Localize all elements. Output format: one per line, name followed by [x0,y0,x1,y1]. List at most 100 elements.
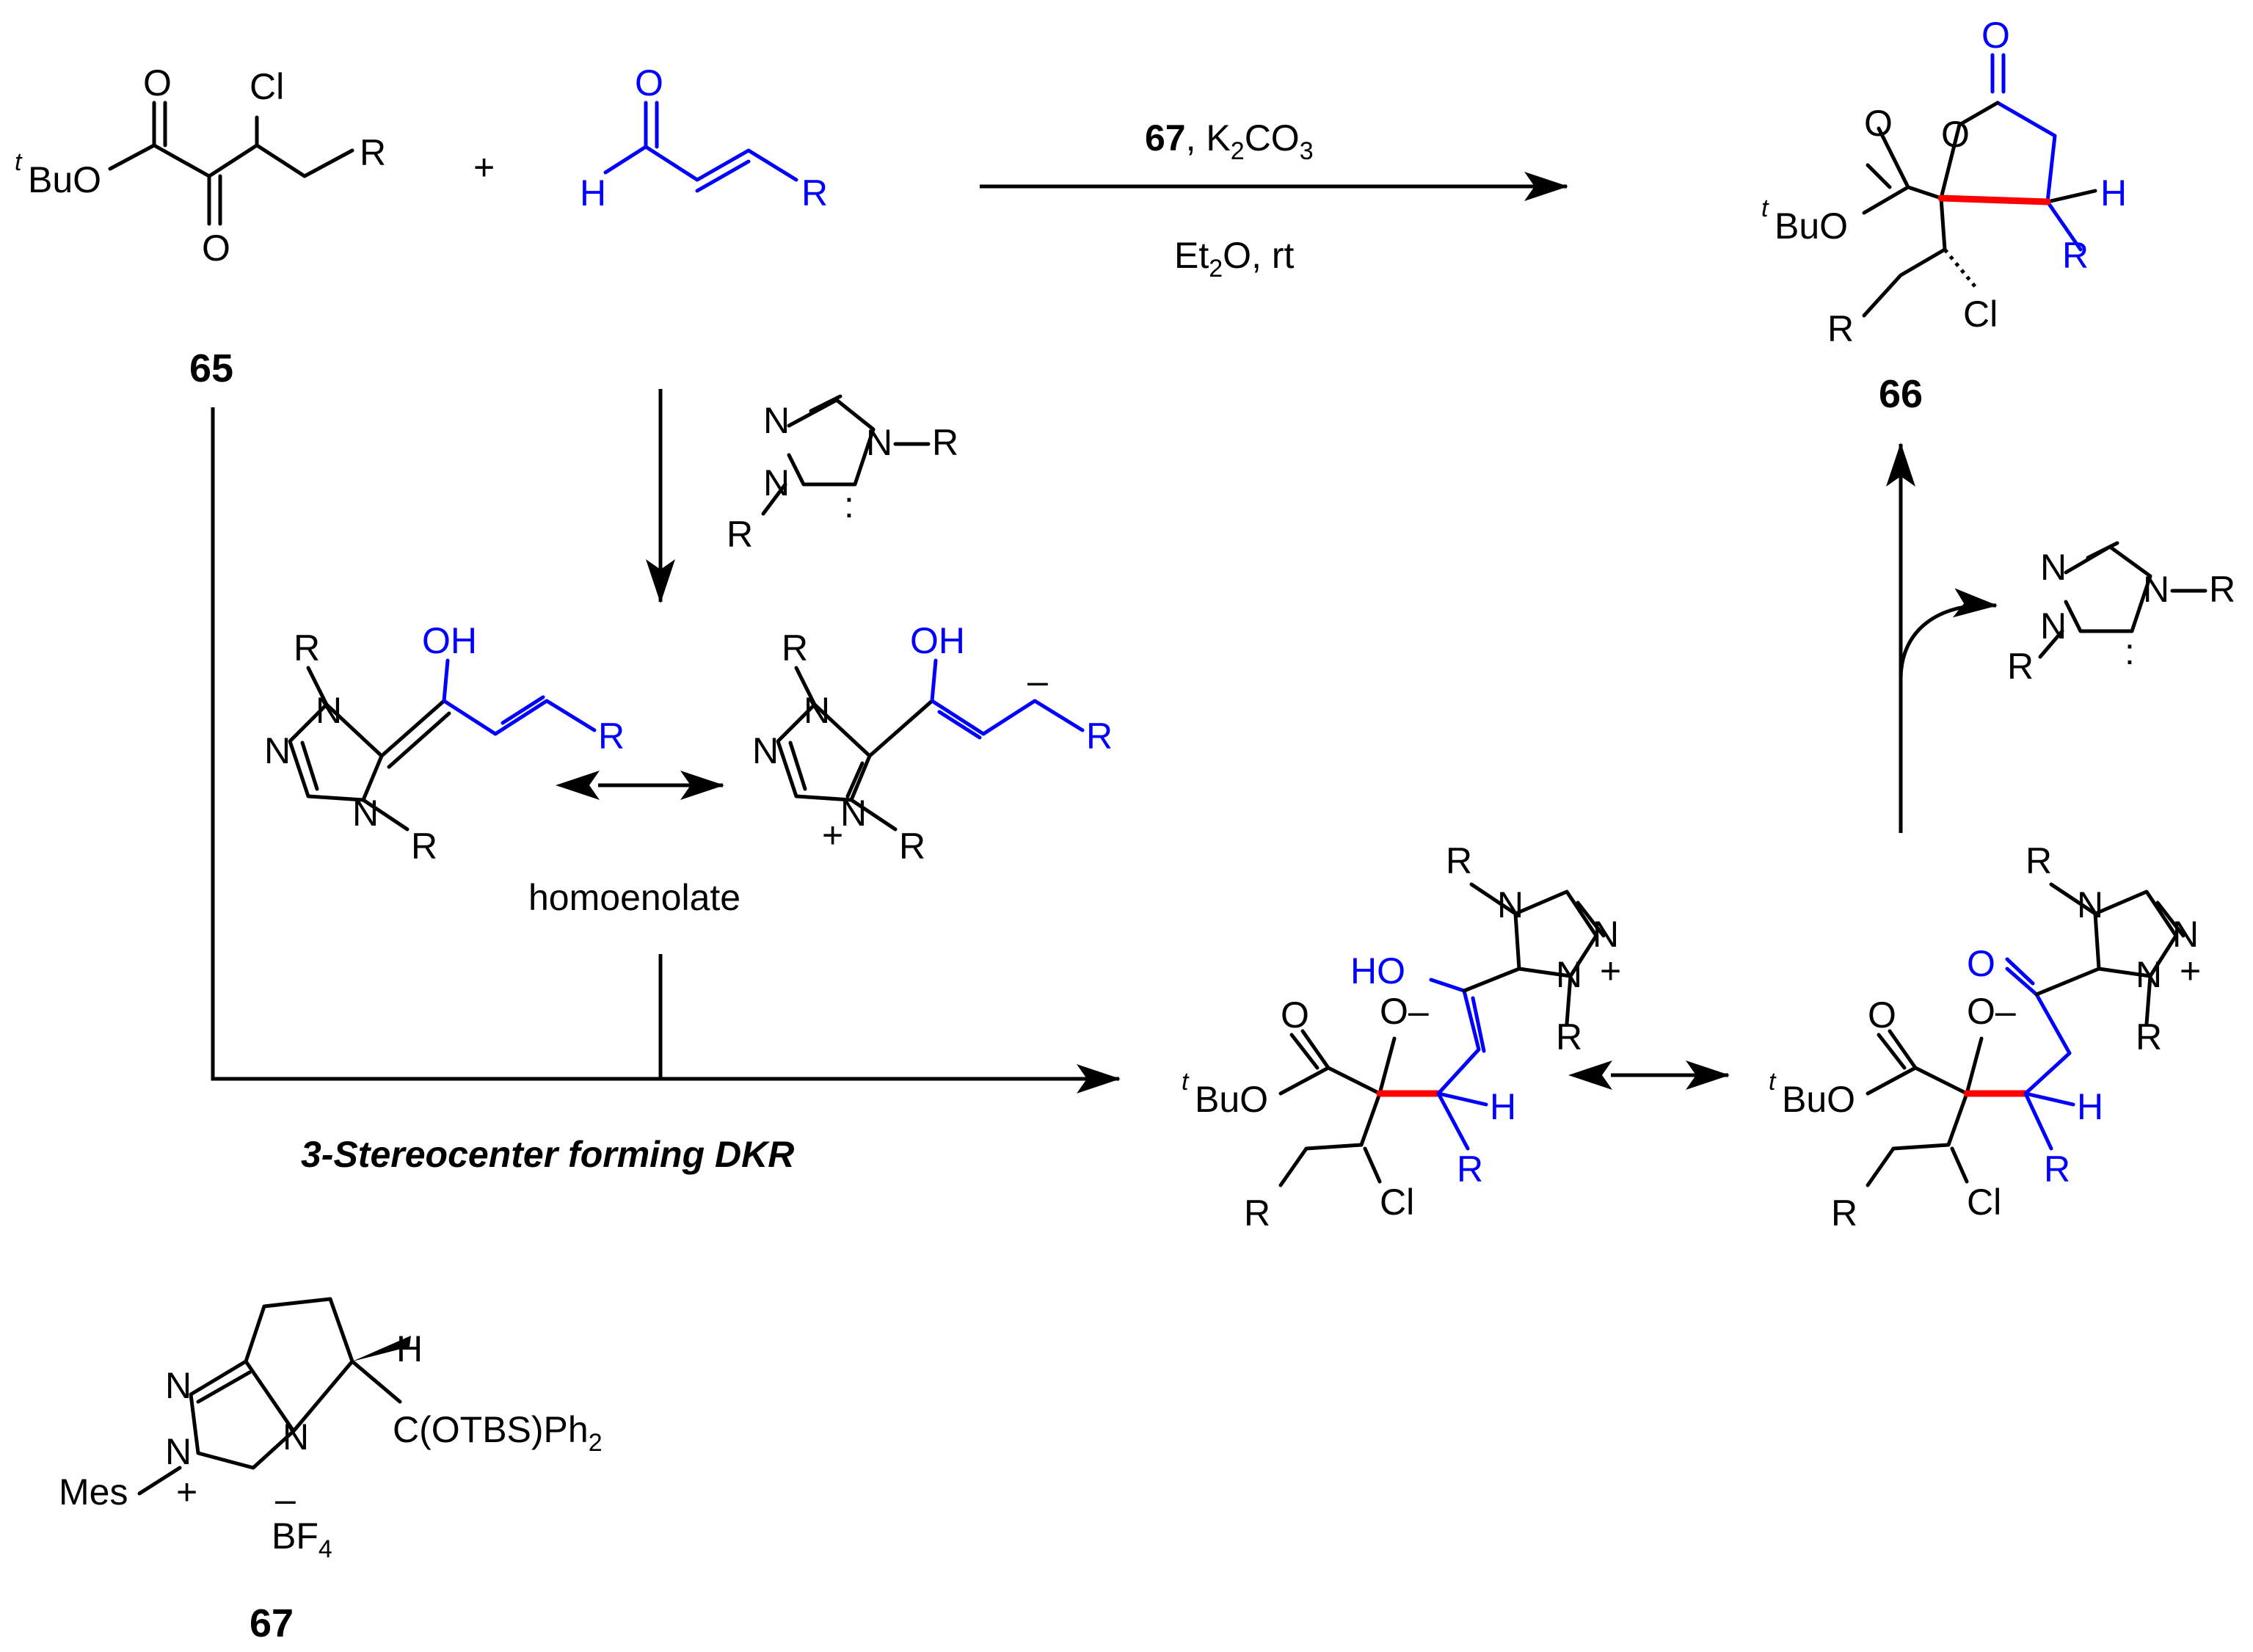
carbene-released: N N N R R : [2007,541,2235,687]
adduct-enol-r: R [1244,1193,1270,1234]
c65-atom-o-bottom: O [202,228,230,269]
c66-atom-r: R [1827,308,1854,349]
homoenolate-left-n3: N [352,793,379,834]
adduct-enol-ho: HO [1350,950,1405,991]
adduct-keto: O O– O t BuO H R R Cl R N N N + R [1769,840,2201,1234]
compound-65: O Cl R t BuO O 65 [15,62,386,390]
adduct-keto-o-blue: O [1967,943,1995,984]
c66-atom-r-blue: R [2062,235,2089,276]
carbene-addition: N N N R R : [646,389,958,603]
carbene-released-ring [2064,541,2152,633]
c66-atom-cl: Cl [1963,294,1998,335]
adduct-keto-plus: + [2180,950,2201,991]
adduct-keto-cl: Cl [1967,1182,2001,1223]
adduct-enol-o-minus: O– [1380,991,1429,1032]
compound-67: N N N H C(OTBS)Ph2 Mes + – BF4 67 [59,1297,603,1645]
adduct-keto-r-n: R [2025,840,2052,881]
adduct-enol-r-n: R [1446,840,1472,881]
homoenolate-left-substituents [306,666,410,832]
c66-blue-bonds [1990,53,2083,252]
dkr-connector: 3-Stereocenter forming DKR [211,407,1121,1175]
compound-66: O O O t BuO H R R Cl 66 [1761,15,2127,416]
homoenolate-left-ring [288,702,384,802]
c67-bonds [137,1297,402,1496]
c66-new-bond [1937,194,2051,205]
c66-atom-tbuo: BuO [1775,205,1848,247]
compound-67-label: 67 [250,1601,294,1645]
adduct-keto-blue-bonds [2005,957,2075,1151]
homoenolate-right: R N N N + R OH – R [752,620,1113,867]
c65-atom-r: R [360,132,386,173]
carbene-top-r2: R [727,514,753,555]
carbene-released-substituents [2038,589,2207,659]
c66-atom-o-lactone: O [1981,15,2010,56]
c67-atom-n2: N [165,1431,192,1472]
c67-wedge [352,1336,411,1361]
homoenolate-right-blue-bonds [930,658,1085,740]
adduct-enol-n2: N [1593,914,1619,955]
carbene-released-n3: N [2143,569,2169,610]
carbene-released-r2: R [2007,646,2034,687]
carbene-released-n2: N [2040,605,2067,647]
adduct-enol-plus: + [1600,950,1621,991]
adduct-keto-h: H [2077,1086,2103,1127]
homoenolate-right-r-top: R [782,627,808,669]
adduct-enol-triazolium [1462,882,1606,1026]
adduct-keto-triazolium [2034,882,2185,1026]
homoenolate-right-n3: N [840,793,867,834]
c65-atom-cl: Cl [250,66,284,107]
homoenolate-right-minus: – [1027,661,1048,702]
adduct-keto-skeleton [1866,1029,1984,1187]
main-reaction-arrow-group: 67, K2CO3 Et2O, rt [980,117,1568,283]
homoenolate-left-r-top: R [294,627,320,669]
homoenolate-left-n2: N [316,690,342,731]
adduct-keto-o-minus: O– [1967,991,2016,1032]
dkr-connector-lines [211,407,1042,1081]
adduct-enol-t: t [1182,1068,1190,1096]
c67-atom-n3: N [283,1416,309,1458]
adduct-enol-blue-bonds [1429,978,1488,1151]
condition-solvent: Et2O, rt [1174,235,1294,283]
homoenolate-right-plus: + [822,815,843,856]
product-release-arrow-group [1886,443,1998,833]
adduct-enol-r-n2: R [1556,1016,1582,1058]
homoenolate-left-exo-double [379,699,451,769]
carbene-top-n3: N [866,422,892,463]
adduct-keto-t: t [1769,1068,1777,1096]
carbene-top-ring [787,394,876,487]
c67-atom-n1: N [165,1365,192,1406]
enal-atom-r: R [801,172,828,214]
homoenolate-right-substituents [794,666,934,832]
carbene-released-r1: R [2209,569,2235,610]
carbene-top-lone-pair: : [844,484,854,525]
homoenolate-left-r-blue: R [598,716,625,757]
enal: O H R [580,62,828,214]
carbene-top-r1: R [932,422,958,463]
homoenolate-right-n1: N [752,730,779,771]
c66-atom-h: H [2100,172,2127,214]
homoenolate-right-ring [776,702,872,802]
adduct-enol-n1: N [1497,884,1524,925]
homoenolate-left-oh: OH [422,620,477,661]
c67-bf4: BF4 [272,1515,332,1563]
adduct-keto-r: R [1831,1193,1857,1234]
carbene-top-n2: N [763,462,790,503]
c65-bonds [108,101,354,226]
plus-sign: + [473,147,495,188]
c66-atom-o-ester: O [1864,103,1893,144]
c65-atom-t: t [15,148,23,176]
adduct-enol-tbuo: BuO [1195,1079,1268,1120]
dkr-label: 3-Stereocenter forming DKR [301,1134,794,1175]
c67-substituent: C(OTBS)Ph2 [393,1409,603,1457]
adduct-enol-r-blue: R [1457,1149,1483,1190]
homoenolate-left-blue-bonds [442,658,597,736]
adduct-keto-r-blue: R [2044,1149,2070,1190]
homoenolate-left-r-bottom: R [411,826,437,867]
adduct-enol-o: O [1281,994,1309,1036]
enal-bonds [603,101,798,193]
c67-mes: Mes [59,1471,128,1513]
adduct-enol-h: H [1490,1086,1516,1127]
adduct-enol: HO O– O t BuO H R R Cl R N N N + R [1182,840,1621,1234]
c66-atom-o-ring: O [1941,114,1970,155]
